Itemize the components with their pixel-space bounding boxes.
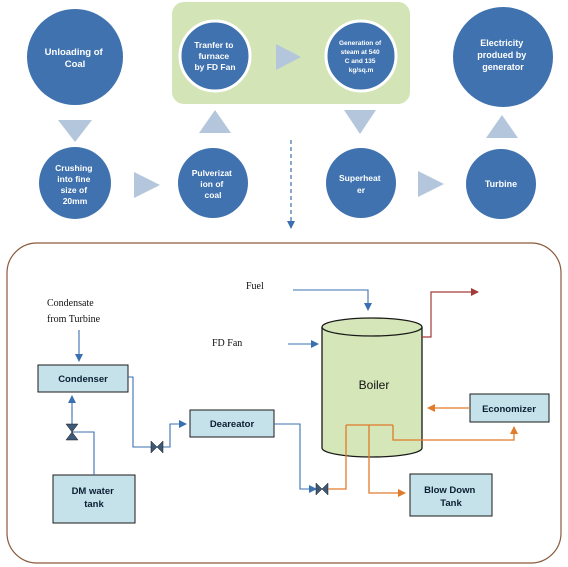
valve-condenser-line (150, 440, 164, 454)
economizer-box (469, 393, 550, 423)
crushing-circle (39, 147, 111, 219)
arrow-right-crushing-to-pulverization (134, 172, 160, 198)
condenser-to-valve-pipe (128, 376, 152, 448)
condensate-label: Condensate from Turbine (47, 298, 101, 325)
deareator-box (189, 409, 275, 438)
steam-generation-circle (324, 19, 398, 93)
fd-fan-label: FD Fan (212, 338, 242, 349)
condenser-label: Condenser (58, 374, 108, 385)
arrow-up-pulverization-to-transfer (199, 110, 231, 133)
boiler-top (321, 317, 423, 337)
orange-pipes (328, 404, 518, 497)
blow-down-tank-label: Blow Down Tank (424, 485, 478, 509)
economizer-label: Economizer (482, 404, 536, 415)
unloading-coal-label: Unloading of Coal (45, 47, 106, 70)
arrow-down-unloading-to-crushing (58, 120, 92, 142)
deareator-to-valve-pipe (274, 423, 317, 493)
boiler-label: Boiler (359, 378, 390, 392)
steam-generation-label: Generation of steam at 540 C and 135 kg/… (339, 40, 383, 74)
fuel-label: Fuel (246, 281, 264, 292)
arrow-right-superheater-to-turbine (418, 171, 444, 197)
valve-to-deareator-pipe (163, 420, 187, 448)
arrow-right-transfer-to-generation (276, 44, 301, 70)
deareator-label: Deareator (210, 419, 255, 430)
pulverization-label: Pulverizat ion of coal (192, 168, 235, 200)
fuel-arrow (293, 289, 372, 311)
transfer-furnace-label: Tranfer to furnace by FD Fan (194, 40, 236, 72)
turbine-circle (466, 149, 536, 219)
unloading-coal-circle (27, 9, 123, 105)
electricity-label: Electricity produed by generator (477, 38, 529, 72)
valve-dm-line (65, 423, 79, 441)
electricity-circle (453, 7, 553, 107)
arrow-up-turbine-to-electricity (486, 115, 518, 138)
condenser-box (37, 364, 129, 393)
transfer-furnace-circle (178, 19, 252, 93)
superheater-label: Superheat er (339, 173, 383, 195)
pulverization-circle (178, 148, 248, 218)
boiler-to-economizer-pipe (392, 425, 518, 441)
blow-down-pipe (368, 425, 406, 497)
blow-down-tank-box (409, 473, 493, 517)
arrow-down-generation-to-superheater (344, 110, 376, 134)
valve-deareator-line (315, 482, 329, 496)
blue-pipes (68, 289, 372, 493)
superheater-circle (326, 148, 396, 218)
boiler-system-border (6, 242, 562, 564)
dm-tank-return-pipe (72, 431, 95, 475)
dm-water-tank-label: DM water tank (72, 486, 117, 510)
crushing-label: Crushing into fine size of 20mm (55, 163, 95, 206)
valve-to-boiler-pipe (328, 425, 347, 490)
turbine-label: Turbine (485, 179, 517, 189)
steam-output-pipe (422, 288, 479, 338)
